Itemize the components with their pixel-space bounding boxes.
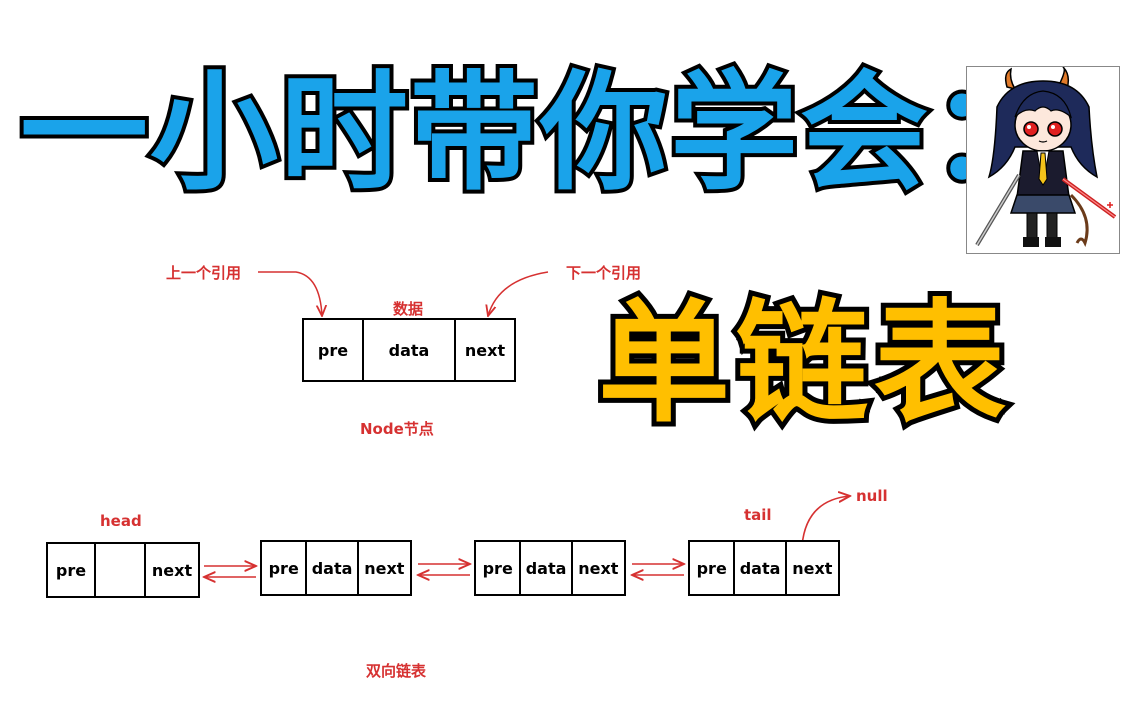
list-node-cell-data: data [307,542,359,594]
list-node-cell-next: next [792,558,833,578]
link-arrows-1-2 [204,566,256,577]
list-node-2: pre data next [260,540,412,596]
node-cell-next: next [464,340,506,360]
data-label: 数据 [393,300,424,318]
list-node-tail: pre data next [688,540,840,596]
node-diagram-box: pre data next [302,318,516,382]
list-node-cell-pre: pre [476,542,522,594]
anime-character-illustration-icon [975,66,1117,248]
prev-ref-arrow [258,271,322,316]
node-cell-data: data [364,320,456,380]
node-cell-pre: pre [304,320,364,380]
list-node-cell-data: data [521,542,573,594]
list-node-cell-pre: pre [48,544,96,596]
list-node-cell-data [96,544,146,596]
list-node-head: pre next [46,542,200,598]
list-node-cell-next: next [364,558,405,578]
list-caption: 双向链表 [366,662,427,680]
main-title: 一小时带你学会： [16,59,1062,208]
tail-label: tail [744,506,772,524]
sub-title: 单链表 [593,287,1012,441]
list-node-cell-next: next [151,560,193,580]
avatar [966,66,1120,254]
list-node-cell-pre: pre [690,542,736,594]
tail-null-arrow [801,496,850,547]
next-ref-arrow [488,271,549,316]
list-node-cell-data: data [735,542,787,594]
list-node-cell-pre: pre [262,542,308,594]
link-arrows-3-4 [632,564,684,575]
null-label: null [856,487,888,505]
prev-ref-label: 上一个引用 [166,264,242,282]
head-label: head [100,512,142,530]
link-arrows-2-3 [418,564,470,575]
list-node-cell-next: next [578,558,619,578]
list-node-3: pre data next [474,540,626,596]
next-ref-label: 下一个引用 [566,264,642,282]
node-caption: Node节点 [360,420,434,438]
